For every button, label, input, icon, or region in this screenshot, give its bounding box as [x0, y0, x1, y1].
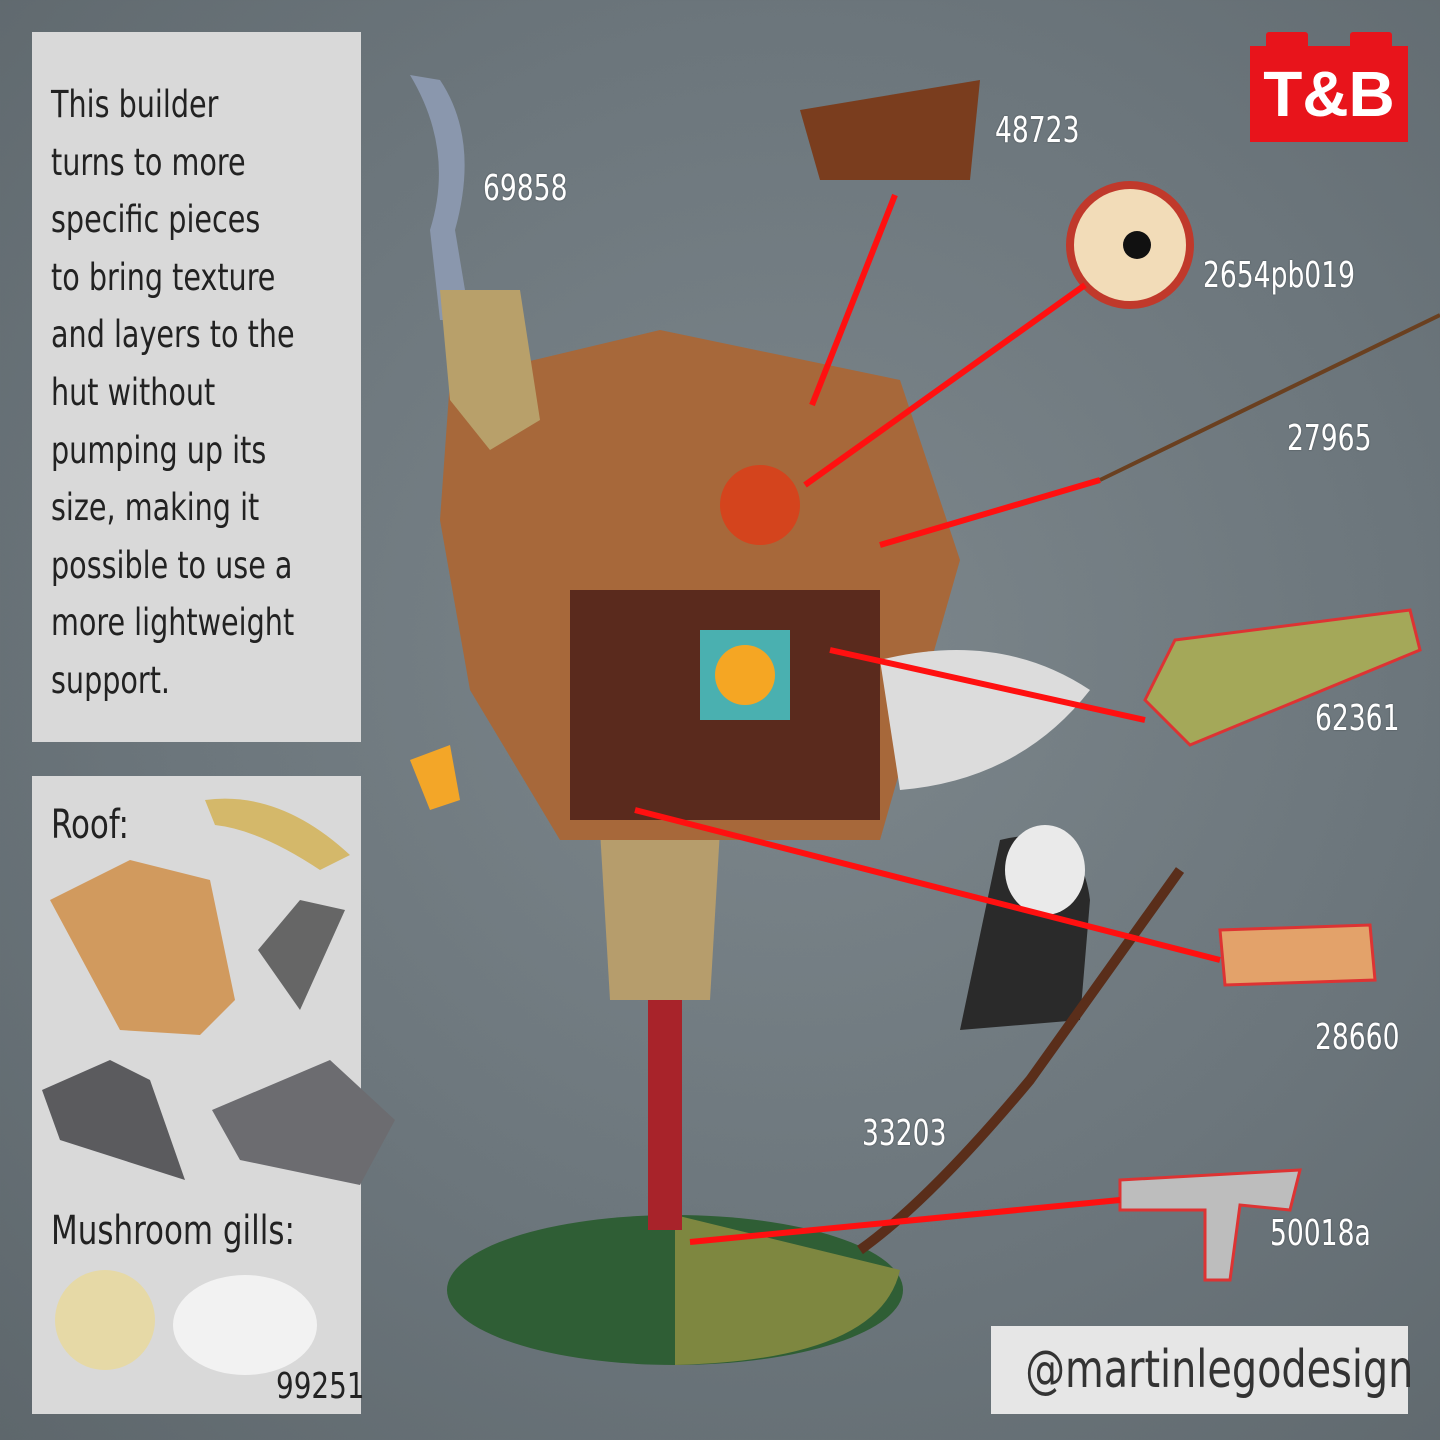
- watermark: @martinlegodesign: [991, 1326, 1413, 1414]
- part-label-50018a: 50018a: [1270, 1213, 1371, 1254]
- part-label-28660: 28660: [1315, 1017, 1400, 1058]
- mushroom-gills-icon: [55, 1270, 317, 1375]
- part-label-27965: 27965: [1287, 418, 1372, 459]
- description-panel: [32, 32, 361, 742]
- description-text: This builder turns to more specific piec…: [51, 83, 295, 702]
- part-label-33203: 33203: [862, 1113, 947, 1154]
- gills-label: Mushroom gills:: [51, 1208, 295, 1254]
- part-label-2654pb019: 2654pb019: [1203, 255, 1355, 296]
- annotation-arrows: [634, 193, 1221, 1245]
- part-label-69858: 69858: [483, 168, 568, 209]
- watermark-text: @martinlegodesign: [1025, 1340, 1414, 1400]
- part-label-48723: 48723: [995, 110, 1080, 151]
- gills-part-number: 99251: [276, 1366, 365, 1407]
- roof-pieces-icon: [42, 798, 395, 1185]
- part-label-62361: 62361: [1315, 698, 1400, 739]
- roof-label: Roof:: [51, 802, 129, 848]
- tb-logo: T&B: [1250, 32, 1408, 142]
